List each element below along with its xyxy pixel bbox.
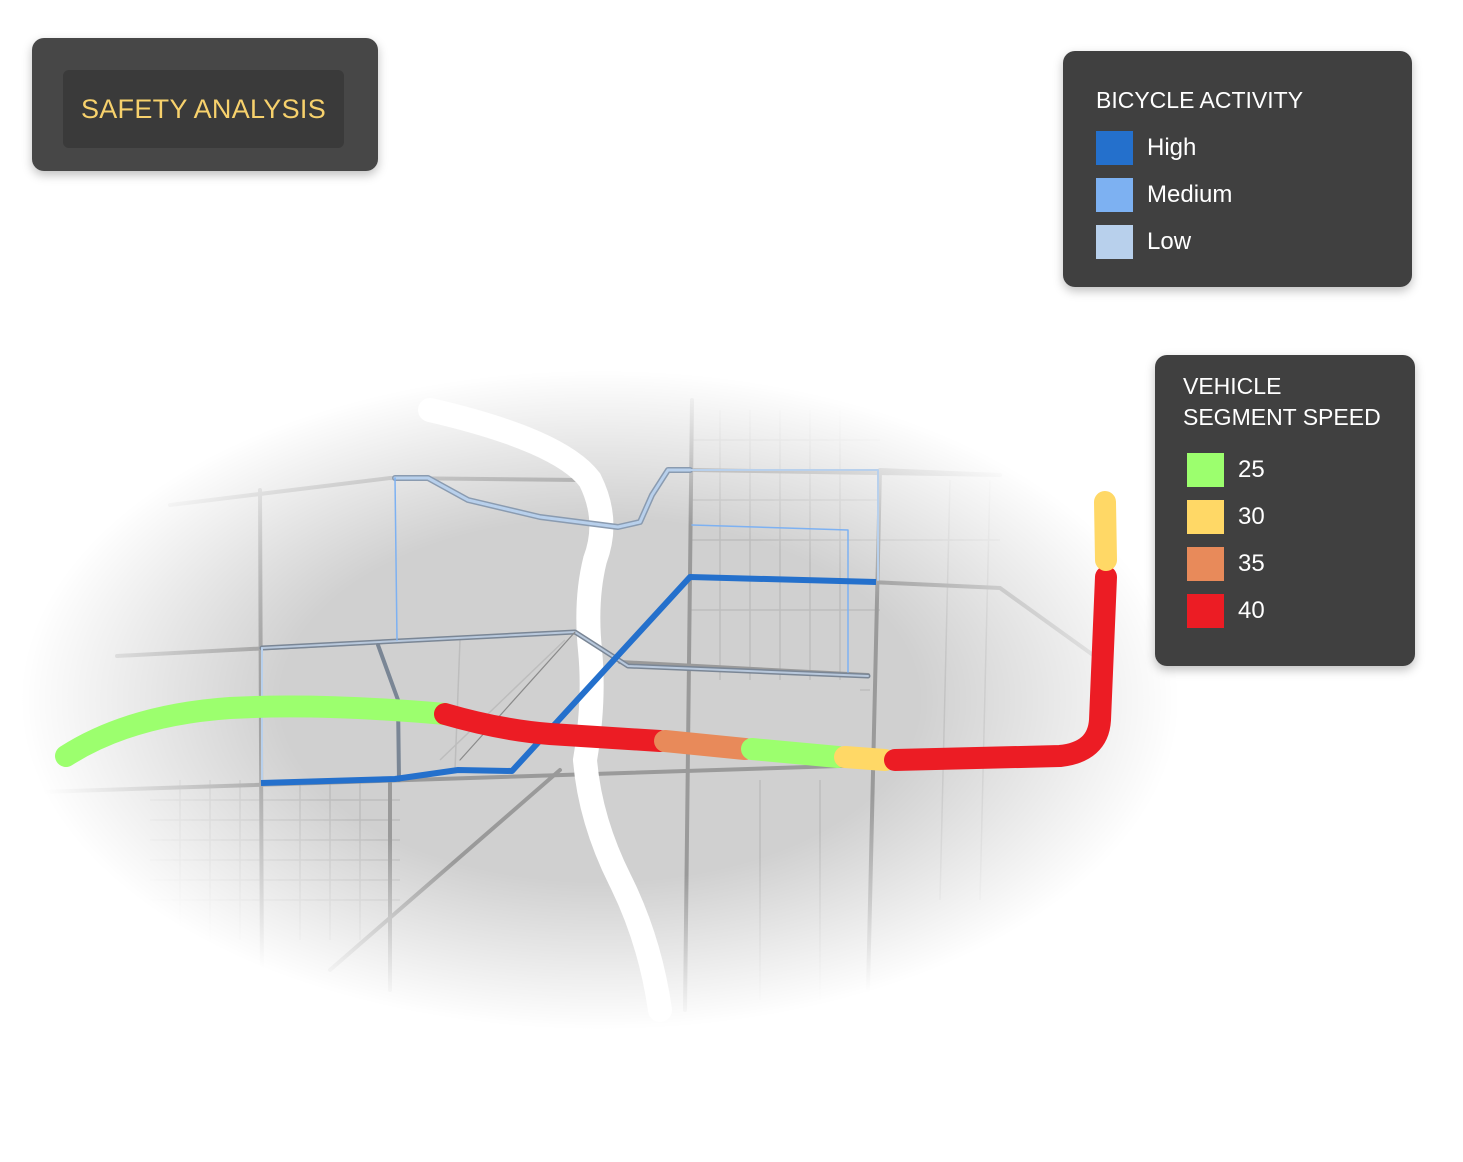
swatch-35 [1187,547,1224,581]
bike-routes-high [260,574,877,786]
legend-item-low[interactable]: Low [1096,224,1191,260]
swatch-30 [1187,500,1224,534]
legend-item-high[interactable]: High [1096,130,1196,166]
bike-route-high-south[interactable] [260,574,877,786]
legend-item-medium[interactable]: Medium [1096,177,1232,213]
title-button[interactable]: SAFETY ANALYSIS [63,70,344,148]
segment-west-25[interactable] [55,695,456,767]
legend-label-35: 35 [1238,550,1265,577]
speed-legend-title-line2: SEGMENT SPEED [1183,404,1381,430]
title-panel: SAFETY ANALYSIS [32,38,378,171]
swatch-high [1096,131,1133,165]
segment-30-a[interactable] [834,746,896,771]
segment-35[interactable] [654,730,756,760]
bicycle-legend-title: BICYCLE ACTIVITY [1096,87,1304,113]
minor-streets [150,410,1000,1000]
legend-item-35[interactable]: 35 [1187,546,1265,582]
swatch-25 [1187,453,1224,487]
legend-label-low: Low [1147,228,1192,255]
page-title: SAFETY ANALYSIS [80,93,327,124]
river [418,398,672,1022]
vehicle-speed-legend: VEHICLE SEGMENT SPEED 25 30 35 40 [1155,355,1415,666]
legend-item-25[interactable]: 25 [1187,452,1265,488]
segment-40-a[interactable] [434,703,671,752]
bicycle-activity-legend: BICYCLE ACTIVITY High Medium Low [1063,51,1412,287]
legend-item-30[interactable]: 30 [1187,499,1265,535]
segment-40-b[interactable] [884,566,1117,771]
legend-label-medium: Medium [1147,181,1233,208]
swatch-medium [1096,178,1133,212]
swatch-40 [1187,594,1224,628]
legend-label-25: 25 [1238,456,1265,483]
vehicle-segments [55,491,1117,771]
swatch-low [1096,225,1133,259]
segment-30-b[interactable] [1094,491,1117,571]
legend-label-30: 30 [1238,503,1265,530]
legend-item-40[interactable]: 40 [1187,593,1265,629]
legend-label-high: High [1147,134,1197,161]
segment-25-b[interactable] [741,738,849,768]
legend-label-40: 40 [1238,597,1265,624]
speed-legend-title-line1: VEHICLE [1183,373,1282,399]
